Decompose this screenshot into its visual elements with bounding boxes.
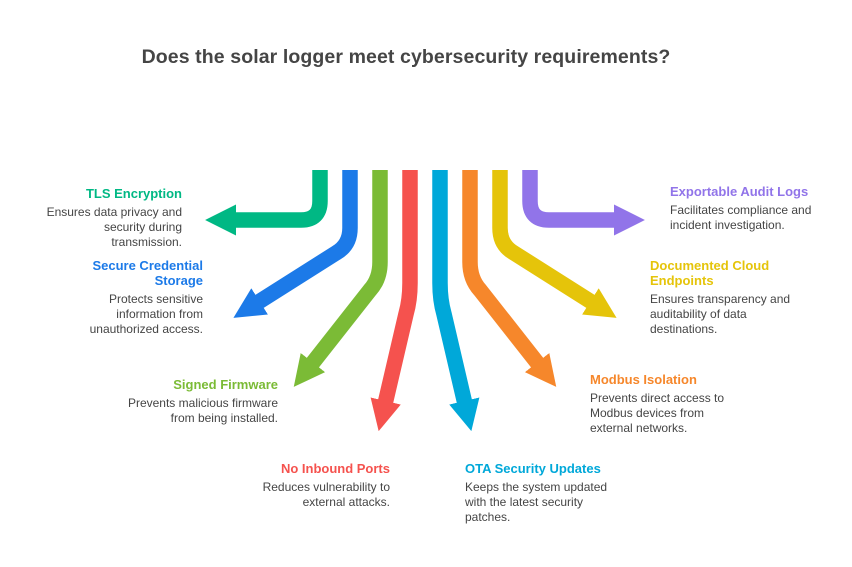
arrow-tls-encryption — [205, 170, 328, 236]
item-exportable-audit-logs: Exportable Audit Logs Facilitates compli… — [670, 184, 835, 233]
item-modbus-isolation: Modbus Isolation Prevents direct access … — [590, 372, 742, 436]
item-description-signed-firmware: Prevents malicious firmware from being i… — [127, 396, 278, 425]
arrow-ota-security-updates — [432, 170, 480, 432]
item-signed-firmware: Signed Firmware Prevents malicious firmw… — [126, 377, 278, 426]
item-tls-encryption: TLS Encryption Ensures data privacy and … — [38, 186, 182, 250]
item-title-signed-firmware: Signed Firmware — [173, 377, 278, 392]
item-ota-security-updates: OTA Security Updates Keeps the system up… — [465, 461, 613, 525]
page-title: Does the solar logger meet cybersecurity… — [141, 46, 671, 68]
arrow-no-inbound-ports — [370, 170, 418, 432]
item-description-tls-encryption: Ensures data privacy and security during… — [46, 205, 182, 249]
item-title-no-inbound-ports: No Inbound Ports — [280, 461, 390, 476]
item-no-inbound-ports: No Inbound Ports Reduces vulnerability t… — [253, 461, 390, 510]
arrow-modbus-isolation — [462, 170, 557, 387]
item-description-exportable-audit-logs: Facilitates compliance and incident inve… — [670, 203, 812, 232]
item-title-ota-security-updates: OTA Security Updates — [465, 461, 601, 476]
item-documented-cloud-endpoints: Documented Cloud Endpoints Ensures trans… — [650, 258, 808, 337]
item-title-documented-cloud-endpoints: Documented Cloud Endpoints — [650, 258, 770, 288]
item-description-secure-credential-storage: Protects sensitive information from unau… — [89, 292, 203, 336]
item-description-documented-cloud-endpoints: Ensures transparency and auditability of… — [650, 292, 791, 336]
arrow-signed-firmware — [293, 170, 388, 387]
item-description-ota-security-updates: Keeps the system updated with the latest… — [465, 480, 608, 524]
item-description-no-inbound-ports: Reduces vulnerability to external attack… — [262, 480, 390, 509]
item-title-exportable-audit-logs: Exportable Audit Logs — [670, 184, 809, 199]
item-description-modbus-isolation: Prevents direct access to Modbus devices… — [590, 391, 725, 435]
item-secure-credential-storage: Secure Credential Storage Protects sensi… — [63, 258, 203, 337]
item-title-secure-credential-storage: Secure Credential Storage — [92, 258, 203, 288]
item-title-tls-encryption: TLS Encryption — [85, 186, 182, 201]
arrow-secure-credential-storage — [233, 170, 358, 318]
item-title-modbus-isolation: Modbus Isolation — [590, 372, 697, 387]
arrow-exportable-audit-logs — [522, 170, 645, 236]
arrow-documented-cloud-endpoints — [492, 170, 617, 318]
